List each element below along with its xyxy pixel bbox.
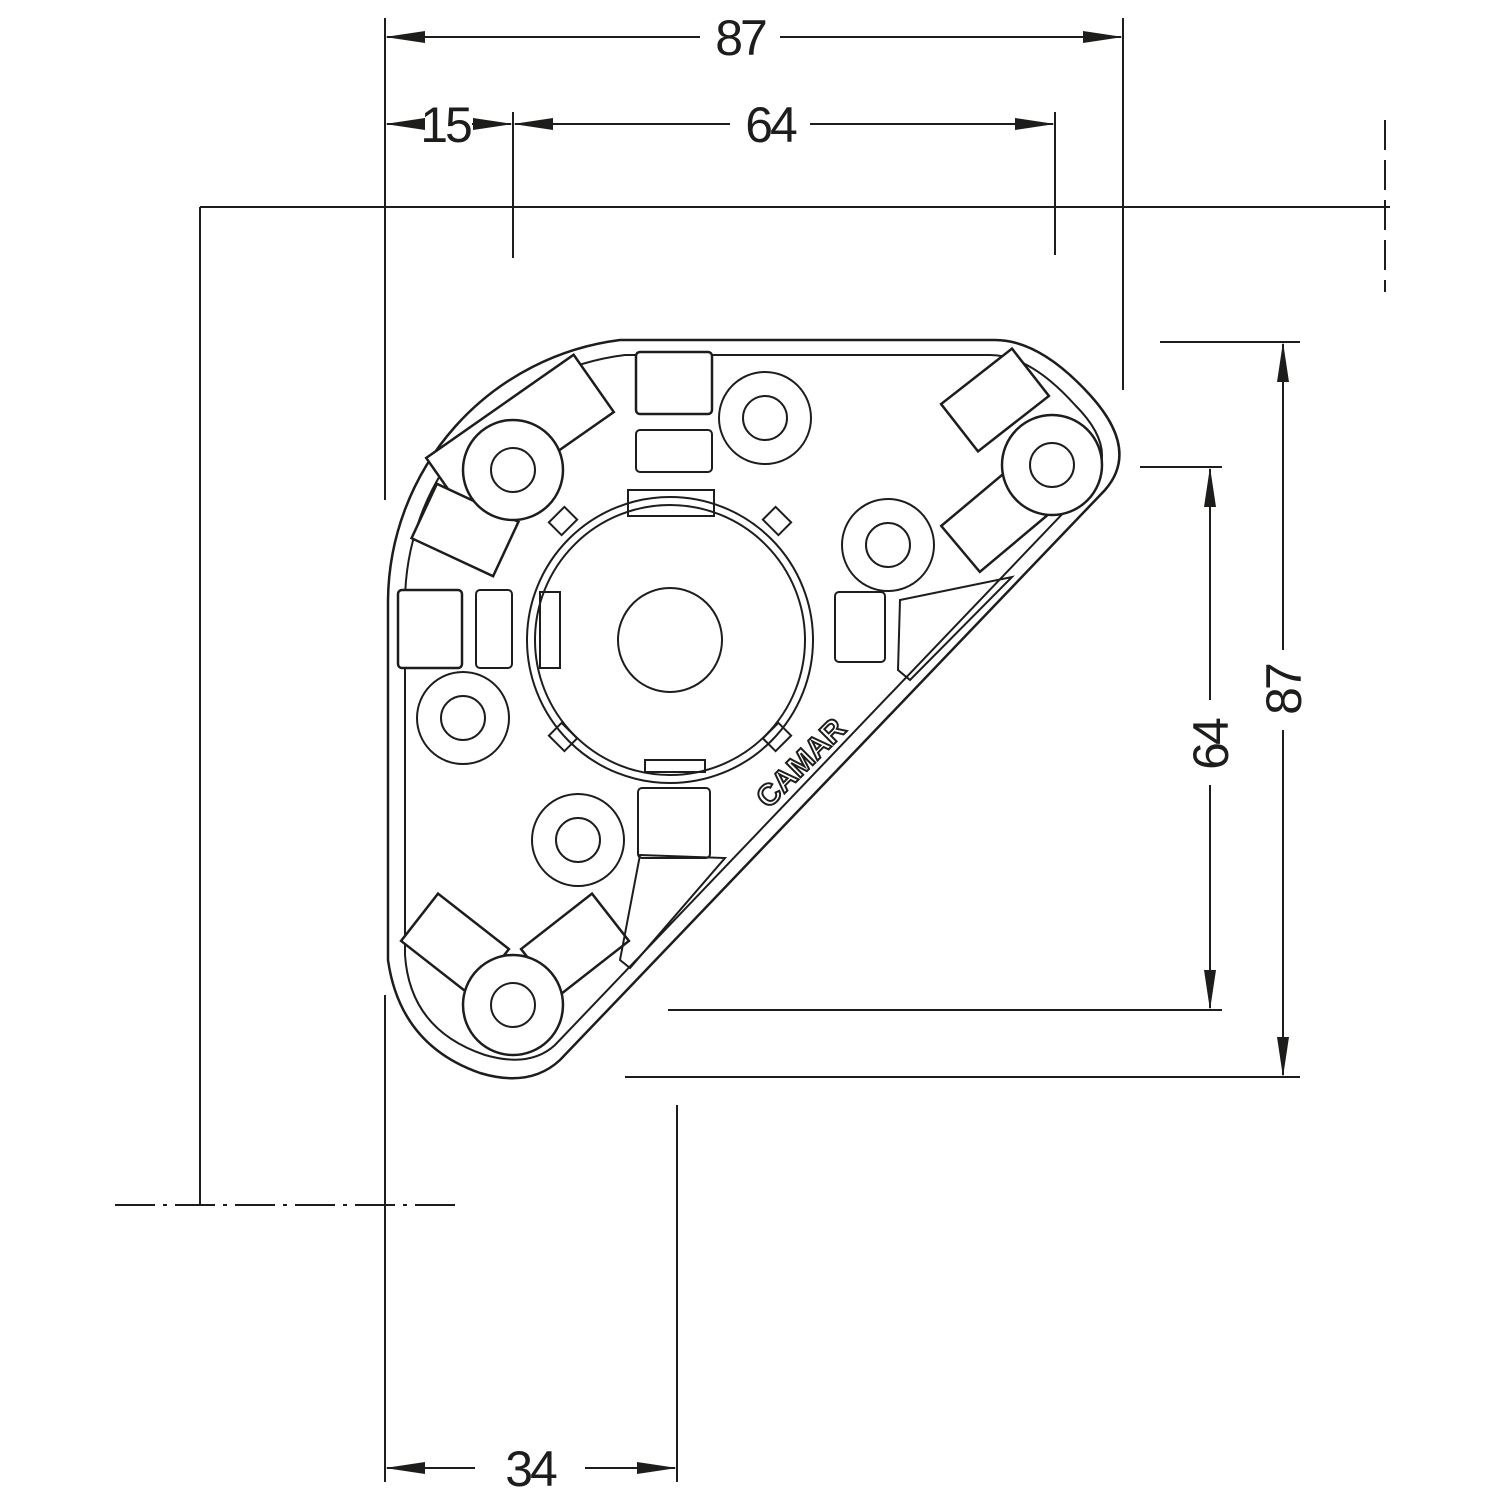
central-leg-socket bbox=[526, 496, 814, 784]
dimension-overall-width: 87 bbox=[385, 10, 1123, 66]
dimension-label-87-top: 87 bbox=[715, 10, 766, 66]
dimension-hole-spacing-horizontal: 64 bbox=[513, 97, 1055, 153]
mounting-hole-bottom-left bbox=[461, 953, 565, 1057]
screw-hole bbox=[416, 371, 935, 887]
dimension-label-15: 15 bbox=[420, 97, 471, 153]
corner-bracket-part: CAMAR bbox=[386, 338, 1121, 1080]
dimension-label-34: 34 bbox=[505, 1441, 557, 1497]
dimension-bottom-offset: 34 bbox=[385, 1441, 677, 1497]
dimension-left-offset: 15 bbox=[385, 97, 513, 153]
dimension-label-64-right: 64 bbox=[1183, 718, 1239, 770]
mounting-hole-top-right bbox=[1000, 413, 1104, 517]
dimension-label-64-top: 64 bbox=[745, 97, 797, 153]
clips bbox=[396, 350, 1016, 970]
mounting-hole-top-left bbox=[461, 418, 565, 522]
dimension-overall-height: 87 bbox=[1256, 342, 1312, 1077]
dimension-label-87-right: 87 bbox=[1256, 664, 1312, 715]
dimension-hole-spacing-vertical: 64 bbox=[1183, 467, 1239, 1010]
